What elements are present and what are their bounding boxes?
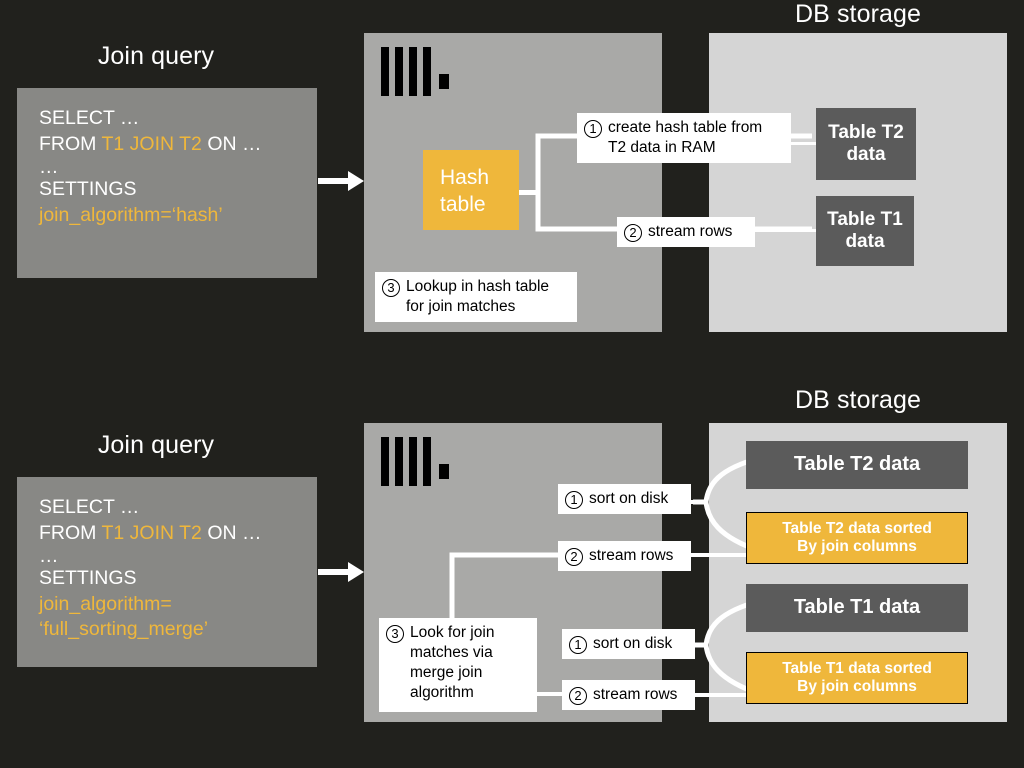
bottom-query-line-6: ‘full_sorting_merge’ bbox=[39, 618, 209, 640]
callout-text: create hash table from T2 data in RAM bbox=[608, 119, 763, 156]
hash-table-label: Hash table bbox=[440, 166, 490, 216]
bottom-db-storage-heading: DB storage bbox=[794, 386, 922, 414]
top-query-box: SELECT … FROM T1 JOIN T2 ON … … SETTINGS… bbox=[17, 88, 317, 278]
top-callout-3: 3 Lookup in hash table for join matches bbox=[375, 272, 577, 322]
top-db-storage-heading: DB storage bbox=[794, 0, 922, 28]
bottom-connector-stream2-to-merge bbox=[536, 692, 568, 696]
callout-text: sort on disk bbox=[593, 635, 673, 652]
callout-number-badge: 3 bbox=[382, 279, 400, 297]
bottom-query-line-5: join_algorithm= bbox=[39, 592, 172, 615]
bottom-join-query-heading: Join query bbox=[97, 431, 215, 459]
bottom-callout-merge-join: 3 Look for join matches via merge join a… bbox=[379, 618, 537, 712]
bottom-query-line-4: SETTINGS bbox=[39, 567, 137, 589]
top-query-on: ON … bbox=[201, 132, 262, 155]
top-line-t1-to-callout2 bbox=[754, 229, 817, 232]
bottom-bracket-t1 bbox=[693, 598, 761, 697]
top-query-line-3: … bbox=[39, 156, 59, 178]
bottom-table-t2-sorted-box: Table T2 data sorted By join columns bbox=[746, 512, 968, 564]
callout-text: sort on disk bbox=[589, 490, 669, 507]
bottom-line-stream-t1 bbox=[688, 693, 750, 697]
bottom-callout-stream-t1: 2 stream rows bbox=[562, 680, 695, 710]
callout-number-badge: 2 bbox=[624, 224, 642, 242]
bottom-query-line-2: FROM T1 JOIN T2 ON … bbox=[39, 521, 295, 547]
bottom-flow-arrow bbox=[318, 562, 364, 582]
callout-text: stream rows bbox=[593, 686, 678, 703]
top-line-t2-to-callout1 bbox=[789, 142, 817, 145]
callout-number-badge: 1 bbox=[565, 491, 583, 509]
bottom-callout-sort-t1: 1 sort on disk bbox=[562, 629, 695, 659]
clickhouse-logo-icon bbox=[381, 437, 459, 493]
clickhouse-logo-icon bbox=[381, 47, 459, 103]
bottom-query-box: SELECT … FROM T1 JOIN T2 ON … … SETTINGS… bbox=[17, 477, 317, 667]
callout-text: Lookup in hash table for join matches bbox=[406, 278, 550, 315]
bottom-query-join: T1 JOIN T2 bbox=[101, 521, 202, 544]
bottom-query-from: FROM bbox=[39, 521, 102, 544]
top-join-query-heading: Join query bbox=[97, 42, 215, 70]
bottom-query-on: ON … bbox=[201, 521, 262, 544]
top-query-line-5: join_algorithm=‘hash’ bbox=[39, 203, 223, 226]
bottom-query-line-1: SELECT … bbox=[39, 496, 140, 518]
bottom-line-stream-t2 bbox=[688, 553, 750, 557]
bottom-connector-stream-to-merge bbox=[449, 552, 563, 622]
bottom-table-t1-sorted-box: Table T1 data sorted By join columns bbox=[746, 652, 968, 704]
bottom-table-t2-box: Table T2 data bbox=[746, 441, 968, 489]
top-callout-2: 2 stream rows bbox=[617, 217, 755, 247]
top-table-t2-box: Table T2 data bbox=[816, 108, 916, 180]
bottom-query-line-3: … bbox=[39, 545, 59, 567]
bottom-table-t1-box: Table T1 data bbox=[746, 584, 968, 632]
bottom-callout-stream-t2: 2 stream rows bbox=[558, 541, 691, 571]
callout-number-badge: 2 bbox=[569, 687, 587, 705]
top-query-from: FROM bbox=[39, 132, 102, 155]
top-callout-1: 1 create hash table from T2 data in RAM bbox=[577, 113, 791, 163]
top-query-join: T1 JOIN T2 bbox=[101, 132, 202, 155]
top-query-line-4: SETTINGS bbox=[39, 178, 137, 200]
callout-text: stream rows bbox=[648, 223, 733, 240]
callout-number-badge: 2 bbox=[565, 548, 583, 566]
callout-number-badge: 1 bbox=[569, 636, 587, 654]
bottom-callout-sort-t2: 1 sort on disk bbox=[558, 484, 691, 514]
top-query-line-2: FROM T1 JOIN T2 ON … bbox=[39, 132, 295, 158]
callout-number-badge: 1 bbox=[584, 120, 602, 138]
top-flow-arrow bbox=[318, 171, 364, 191]
bottom-bracket-t2 bbox=[693, 455, 761, 554]
callout-number-badge: 3 bbox=[386, 625, 404, 643]
callout-text: stream rows bbox=[589, 547, 674, 564]
hash-table-box: Hash table bbox=[423, 150, 519, 230]
top-table-t1-box: Table T1 data bbox=[816, 196, 914, 266]
top-db-storage-panel bbox=[709, 33, 1007, 332]
top-query-line-1: SELECT … bbox=[39, 107, 140, 129]
callout-text: Look for join matches via merge join alg… bbox=[410, 624, 495, 701]
